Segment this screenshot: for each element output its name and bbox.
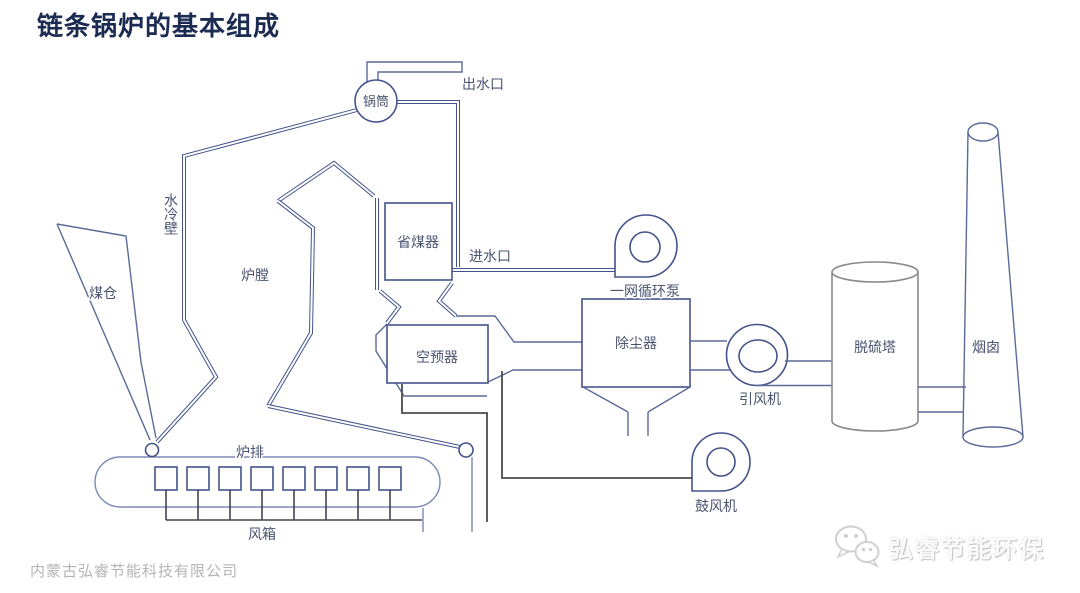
- label-drum: 锅筒: [363, 94, 389, 109]
- air-duct-preheater-out: [401, 384, 488, 522]
- grate-roller-left: [144, 442, 160, 458]
- dust-collector-hopper: [582, 386, 691, 436]
- flue-duct-upper: [456, 315, 583, 343]
- label-induced-draft-fan: 引风机: [739, 391, 781, 407]
- brand-watermark: 弘睿节能环保: [833, 524, 1045, 568]
- label-circulating-pump: 一网循环泵: [610, 283, 680, 299]
- label-water-outlet: 出水口: [462, 76, 504, 92]
- dust-collector-box: [581, 298, 691, 388]
- circulating-pump: [614, 214, 678, 278]
- air-preheater-box: [386, 324, 489, 384]
- label-air-box: 风箱: [248, 526, 276, 542]
- wind-boxes: [154, 466, 422, 521]
- air-preheater-casing: [375, 323, 487, 397]
- furnace-rear-wall: [266, 199, 315, 408]
- label-air-preheater: 空预器: [416, 349, 458, 365]
- label-dust-collector: 除尘器: [615, 335, 657, 351]
- label-water-inlet: 进水口: [469, 248, 511, 264]
- induced-draft-fan: [690, 323, 832, 387]
- blower-fan: [691, 432, 751, 492]
- brand-text: 弘睿节能环保: [889, 535, 1045, 563]
- flue-pinch-right: [437, 281, 458, 318]
- tower-chimney-duct: [918, 386, 966, 413]
- label-chimney: 烟囱: [972, 339, 1000, 355]
- flue-duct-lower: [487, 369, 583, 383]
- label-furnace: 炉膛: [241, 267, 269, 283]
- flue-pinch-left: [378, 289, 401, 325]
- footer-company: 内蒙古弘睿节能科技有限公司: [30, 563, 239, 580]
- label-coal-bunker: 煤仓: [89, 285, 117, 301]
- label-blower-fan: 鼓风机: [695, 498, 737, 514]
- label-grate: 炉排: [236, 444, 264, 460]
- air-duct-blower: [501, 371, 692, 479]
- label-economizer: 省煤器: [397, 234, 439, 250]
- steam-outlet-pipe: [366, 61, 463, 82]
- furnace-roof-peak: [276, 161, 376, 203]
- chimney-shape: [962, 122, 1024, 448]
- label-water-wall: 水冷壁: [163, 193, 179, 235]
- grate-side-lines: [422, 457, 473, 532]
- wechat-icon: [835, 525, 880, 568]
- coal-bunker-shape: [56, 223, 157, 441]
- drum-circle: [354, 79, 398, 123]
- label-desulfurization-tower: 脱硫塔: [854, 339, 896, 355]
- grate-roller-right: [458, 442, 474, 458]
- grate-stadium: [94, 456, 441, 508]
- page-title: 链条锅炉的基本组成: [37, 11, 281, 41]
- economizer-box: [384, 202, 453, 281]
- desulfurization-tower: [831, 261, 919, 432]
